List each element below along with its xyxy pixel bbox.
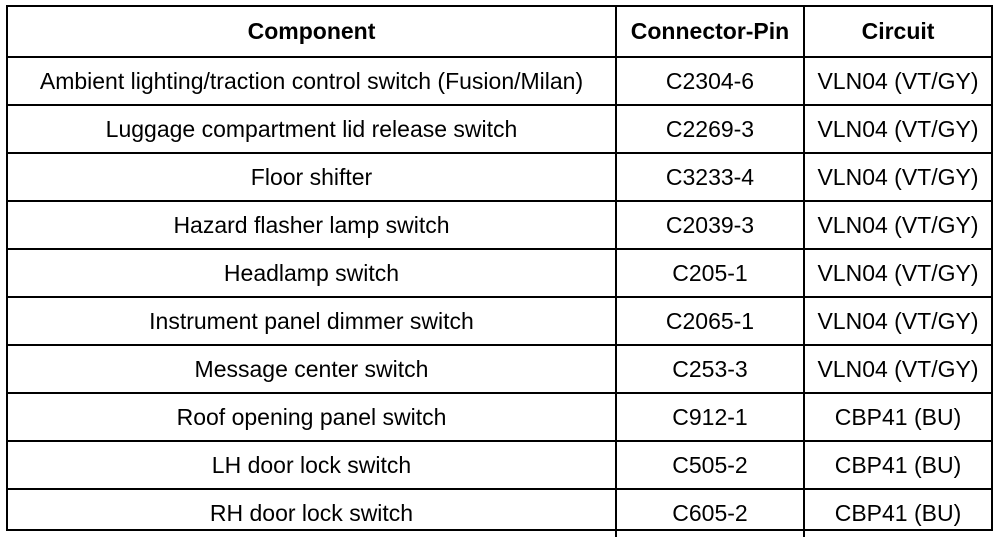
table-row: Hazard flasher lamp switch C2039-3 VLN04… [8, 200, 991, 250]
cell-connector-pin: C605-2 [615, 488, 805, 537]
table-row: Message center switch C253-3 VLN04 (VT/G… [8, 344, 991, 394]
component-connector-table: Component Connector-Pin Circuit Ambient … [8, 7, 991, 537]
cell-circuit: VLN04 (VT/GY) [803, 296, 991, 346]
component-table-container: Component Connector-Pin Circuit Ambient … [6, 5, 993, 537]
cell-component: Message center switch [8, 344, 617, 394]
table-row: Luggage compartment lid release switch C… [8, 104, 991, 154]
cell-circuit: VLN04 (VT/GY) [803, 344, 991, 394]
cell-circuit: VLN04 (VT/GY) [803, 56, 991, 106]
cell-component: Roof opening panel switch [8, 392, 617, 442]
cell-component: Luggage compartment lid release switch [8, 104, 617, 154]
cell-component: Hazard flasher lamp switch [8, 200, 617, 250]
table-row: RH door lock switch C605-2 CBP41 (BU) [8, 488, 991, 537]
cell-connector-pin: C2269-3 [615, 104, 805, 154]
cell-component: Headlamp switch [8, 248, 617, 298]
cell-component: LH door lock switch [8, 440, 617, 490]
cell-circuit: CBP41 (BU) [803, 392, 991, 442]
table-row: Ambient lighting/traction control switch… [8, 56, 991, 106]
cell-connector-pin: C2065-1 [615, 296, 805, 346]
cell-circuit: VLN04 (VT/GY) [803, 104, 991, 154]
cell-circuit: CBP41 (BU) [803, 488, 991, 537]
cell-connector-pin: C2039-3 [615, 200, 805, 250]
cell-connector-pin: C505-2 [615, 440, 805, 490]
cell-circuit: VLN04 (VT/GY) [803, 152, 991, 202]
cell-connector-pin: C912-1 [615, 392, 805, 442]
header-circuit: Circuit [803, 7, 991, 58]
cell-connector-pin: C2304-6 [615, 56, 805, 106]
cell-component: Ambient lighting/traction control switch… [8, 56, 617, 106]
cell-connector-pin: C3233-4 [615, 152, 805, 202]
cell-circuit: CBP41 (BU) [803, 440, 991, 490]
cell-connector-pin: C253-3 [615, 344, 805, 394]
table-row: Roof opening panel switch C912-1 CBP41 (… [8, 392, 991, 442]
header-component: Component [8, 7, 617, 58]
table-header-row: Component Connector-Pin Circuit [8, 7, 991, 58]
cell-component: RH door lock switch [8, 488, 617, 537]
cell-connector-pin: C205-1 [615, 248, 805, 298]
cell-circuit: VLN04 (VT/GY) [803, 248, 991, 298]
cell-component: Instrument panel dimmer switch [8, 296, 617, 346]
table-row: LH door lock switch C505-2 CBP41 (BU) [8, 440, 991, 490]
table-row: Headlamp switch C205-1 VLN04 (VT/GY) [8, 248, 991, 298]
cell-circuit: VLN04 (VT/GY) [803, 200, 991, 250]
cell-component: Floor shifter [8, 152, 617, 202]
table-row: Floor shifter C3233-4 VLN04 (VT/GY) [8, 152, 991, 202]
header-connector-pin: Connector-Pin [615, 7, 805, 58]
table-row: Instrument panel dimmer switch C2065-1 V… [8, 296, 991, 346]
